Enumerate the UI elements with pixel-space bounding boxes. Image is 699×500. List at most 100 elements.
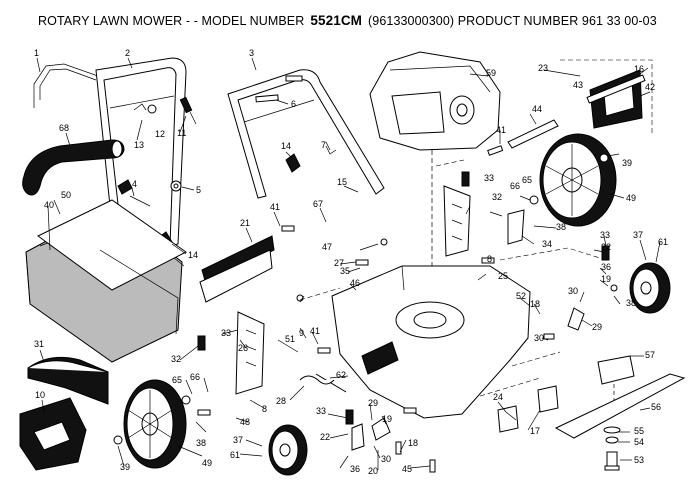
part-label-37-left: 37 bbox=[233, 435, 243, 445]
part-label-51: 51 bbox=[285, 334, 295, 344]
part-label-65-left: 65 bbox=[172, 375, 182, 385]
part-label-33-left: 33 bbox=[221, 328, 231, 338]
part-label-43: 43 bbox=[573, 80, 583, 90]
lower-handle-drawing bbox=[95, 57, 187, 247]
part-label-40: 40 bbox=[44, 200, 54, 210]
part-label-19-bottom: 19 bbox=[382, 414, 392, 424]
part-label-8-left: 8 bbox=[262, 404, 267, 414]
part-label-33-right: 33 bbox=[600, 230, 610, 240]
part-label-57: 57 bbox=[645, 350, 655, 360]
axle-drawing bbox=[507, 119, 559, 149]
mower-blade-drawing bbox=[554, 373, 686, 439]
part-label-42: 42 bbox=[645, 82, 655, 92]
height-adjuster-left-drawing bbox=[235, 311, 265, 395]
small-hardware-drawings bbox=[117, 75, 337, 249]
rear-wheel-right-drawing bbox=[539, 133, 617, 227]
part-label-14-lower: 14 bbox=[188, 250, 198, 260]
part-label-38-right: 38 bbox=[626, 298, 636, 308]
part-label-28: 28 bbox=[276, 396, 286, 406]
part-label-59: 59 bbox=[486, 68, 496, 78]
blade-bolt-drawing bbox=[603, 426, 621, 471]
part-label-7: 7 bbox=[321, 140, 326, 150]
part-label-52: 52 bbox=[516, 291, 526, 301]
part-label-36-bottom: 36 bbox=[350, 464, 360, 474]
part-label-54: 54 bbox=[634, 437, 644, 447]
part-label-61-left: 61 bbox=[230, 450, 240, 460]
cable-clip-drawing bbox=[179, 96, 197, 125]
mower-deck-drawing bbox=[331, 265, 531, 419]
part-number-labels: 1 2 3 68 13 12 11 4 5 6 7 14 15 50 40 14… bbox=[34, 48, 668, 476]
part-label-49-right: 49 bbox=[626, 193, 636, 203]
part-label-34: 34 bbox=[542, 239, 552, 249]
part-label-30-right: 30 bbox=[568, 286, 578, 296]
assembly-guides bbox=[299, 59, 653, 397]
engine-drawing bbox=[369, 51, 501, 298]
part-label-17: 17 bbox=[530, 426, 540, 436]
part-label-32-upper: 32 bbox=[492, 192, 502, 202]
bag-frame-drawing bbox=[37, 199, 187, 335]
part-label-46: 46 bbox=[350, 278, 360, 288]
part-label-23: 23 bbox=[538, 63, 548, 73]
part-label-35: 35 bbox=[340, 266, 350, 276]
part-label-68: 68 bbox=[59, 123, 69, 133]
part-label-21: 21 bbox=[240, 218, 250, 228]
part-label-29-bottom: 29 bbox=[368, 398, 378, 408]
part-label-18-right: 18 bbox=[530, 299, 540, 309]
part-label-18-bottom: 18 bbox=[408, 438, 418, 448]
part-label-20-right: 30 bbox=[534, 333, 544, 343]
part-label-6: 6 bbox=[291, 99, 296, 109]
height-adjuster-right-drawing bbox=[443, 185, 471, 257]
part-label-37-right: 37 bbox=[633, 230, 643, 240]
part-label-36-right: 36 bbox=[601, 262, 611, 272]
part-label-41-left: 41 bbox=[270, 202, 280, 212]
part-label-41-mid: 41 bbox=[310, 326, 320, 336]
brackets-drawing bbox=[497, 385, 559, 433]
part-label-39-right: 39 bbox=[622, 158, 632, 168]
part-label-41-top: 41 bbox=[496, 125, 506, 135]
part-label-15: 15 bbox=[337, 177, 347, 187]
part-label-11: 11 bbox=[177, 128, 186, 138]
part-label-12: 12 bbox=[155, 129, 165, 139]
handle-cable-drawing bbox=[33, 63, 101, 108]
part-label-66-left: 66 bbox=[190, 372, 200, 382]
part-label-1: 1 bbox=[34, 48, 39, 58]
front-wheel-bottom-drawing bbox=[268, 424, 308, 476]
part-label-9: 9 bbox=[299, 328, 304, 338]
part-label-61-right: 61 bbox=[658, 237, 668, 247]
part-label-8-right: 8 bbox=[487, 254, 492, 264]
rear-flap-drawing bbox=[27, 356, 109, 405]
part-label-3: 3 bbox=[249, 48, 254, 58]
part-label-49-left: 49 bbox=[202, 458, 212, 468]
part-label-13: 13 bbox=[134, 140, 144, 150]
part-label-33-upper: 33 bbox=[484, 173, 494, 183]
part-label-16: 16 bbox=[634, 64, 644, 74]
part-label-29-right: 29 bbox=[592, 322, 602, 332]
part-label-19: 19 bbox=[601, 274, 611, 284]
part-label-66-upper: 66 bbox=[510, 181, 520, 191]
part-label-26: 26 bbox=[238, 343, 248, 353]
hinge-rod-drawing bbox=[199, 235, 275, 303]
rear-door-drawing bbox=[19, 397, 87, 471]
part-label-24: 24 bbox=[493, 392, 503, 402]
title-prefix: ROTARY LAWN MOWER - - MODEL NUMBER bbox=[38, 14, 304, 28]
bolts-drawing bbox=[113, 145, 618, 473]
part-label-5: 5 bbox=[196, 185, 201, 195]
part-label-53: 53 bbox=[634, 455, 644, 465]
part-label-25: 25 bbox=[498, 271, 508, 281]
rear-skirt-drawing bbox=[586, 69, 646, 129]
part-label-14-upper: 14 bbox=[281, 141, 291, 151]
part-label-47: 47 bbox=[322, 242, 332, 252]
title-suffix: (96133000300) PRODUCT NUMBER 961 33 00-0… bbox=[368, 14, 657, 28]
upper-handle-drawing bbox=[227, 69, 385, 199]
part-label-44: 44 bbox=[532, 104, 542, 114]
part-label-10: 10 bbox=[35, 390, 45, 400]
part-label-4: 4 bbox=[132, 179, 137, 189]
part-label-20-bottom: 20 bbox=[368, 466, 378, 476]
part-label-38-left: 38 bbox=[196, 438, 206, 448]
part-label-56: 56 bbox=[651, 402, 661, 412]
part-label-33-bottom: 33 bbox=[316, 406, 326, 416]
rear-wheel-left-drawing bbox=[123, 379, 187, 469]
part-label-22-right: 22 bbox=[601, 242, 611, 252]
part-label-30-bottom: 30 bbox=[381, 454, 391, 464]
